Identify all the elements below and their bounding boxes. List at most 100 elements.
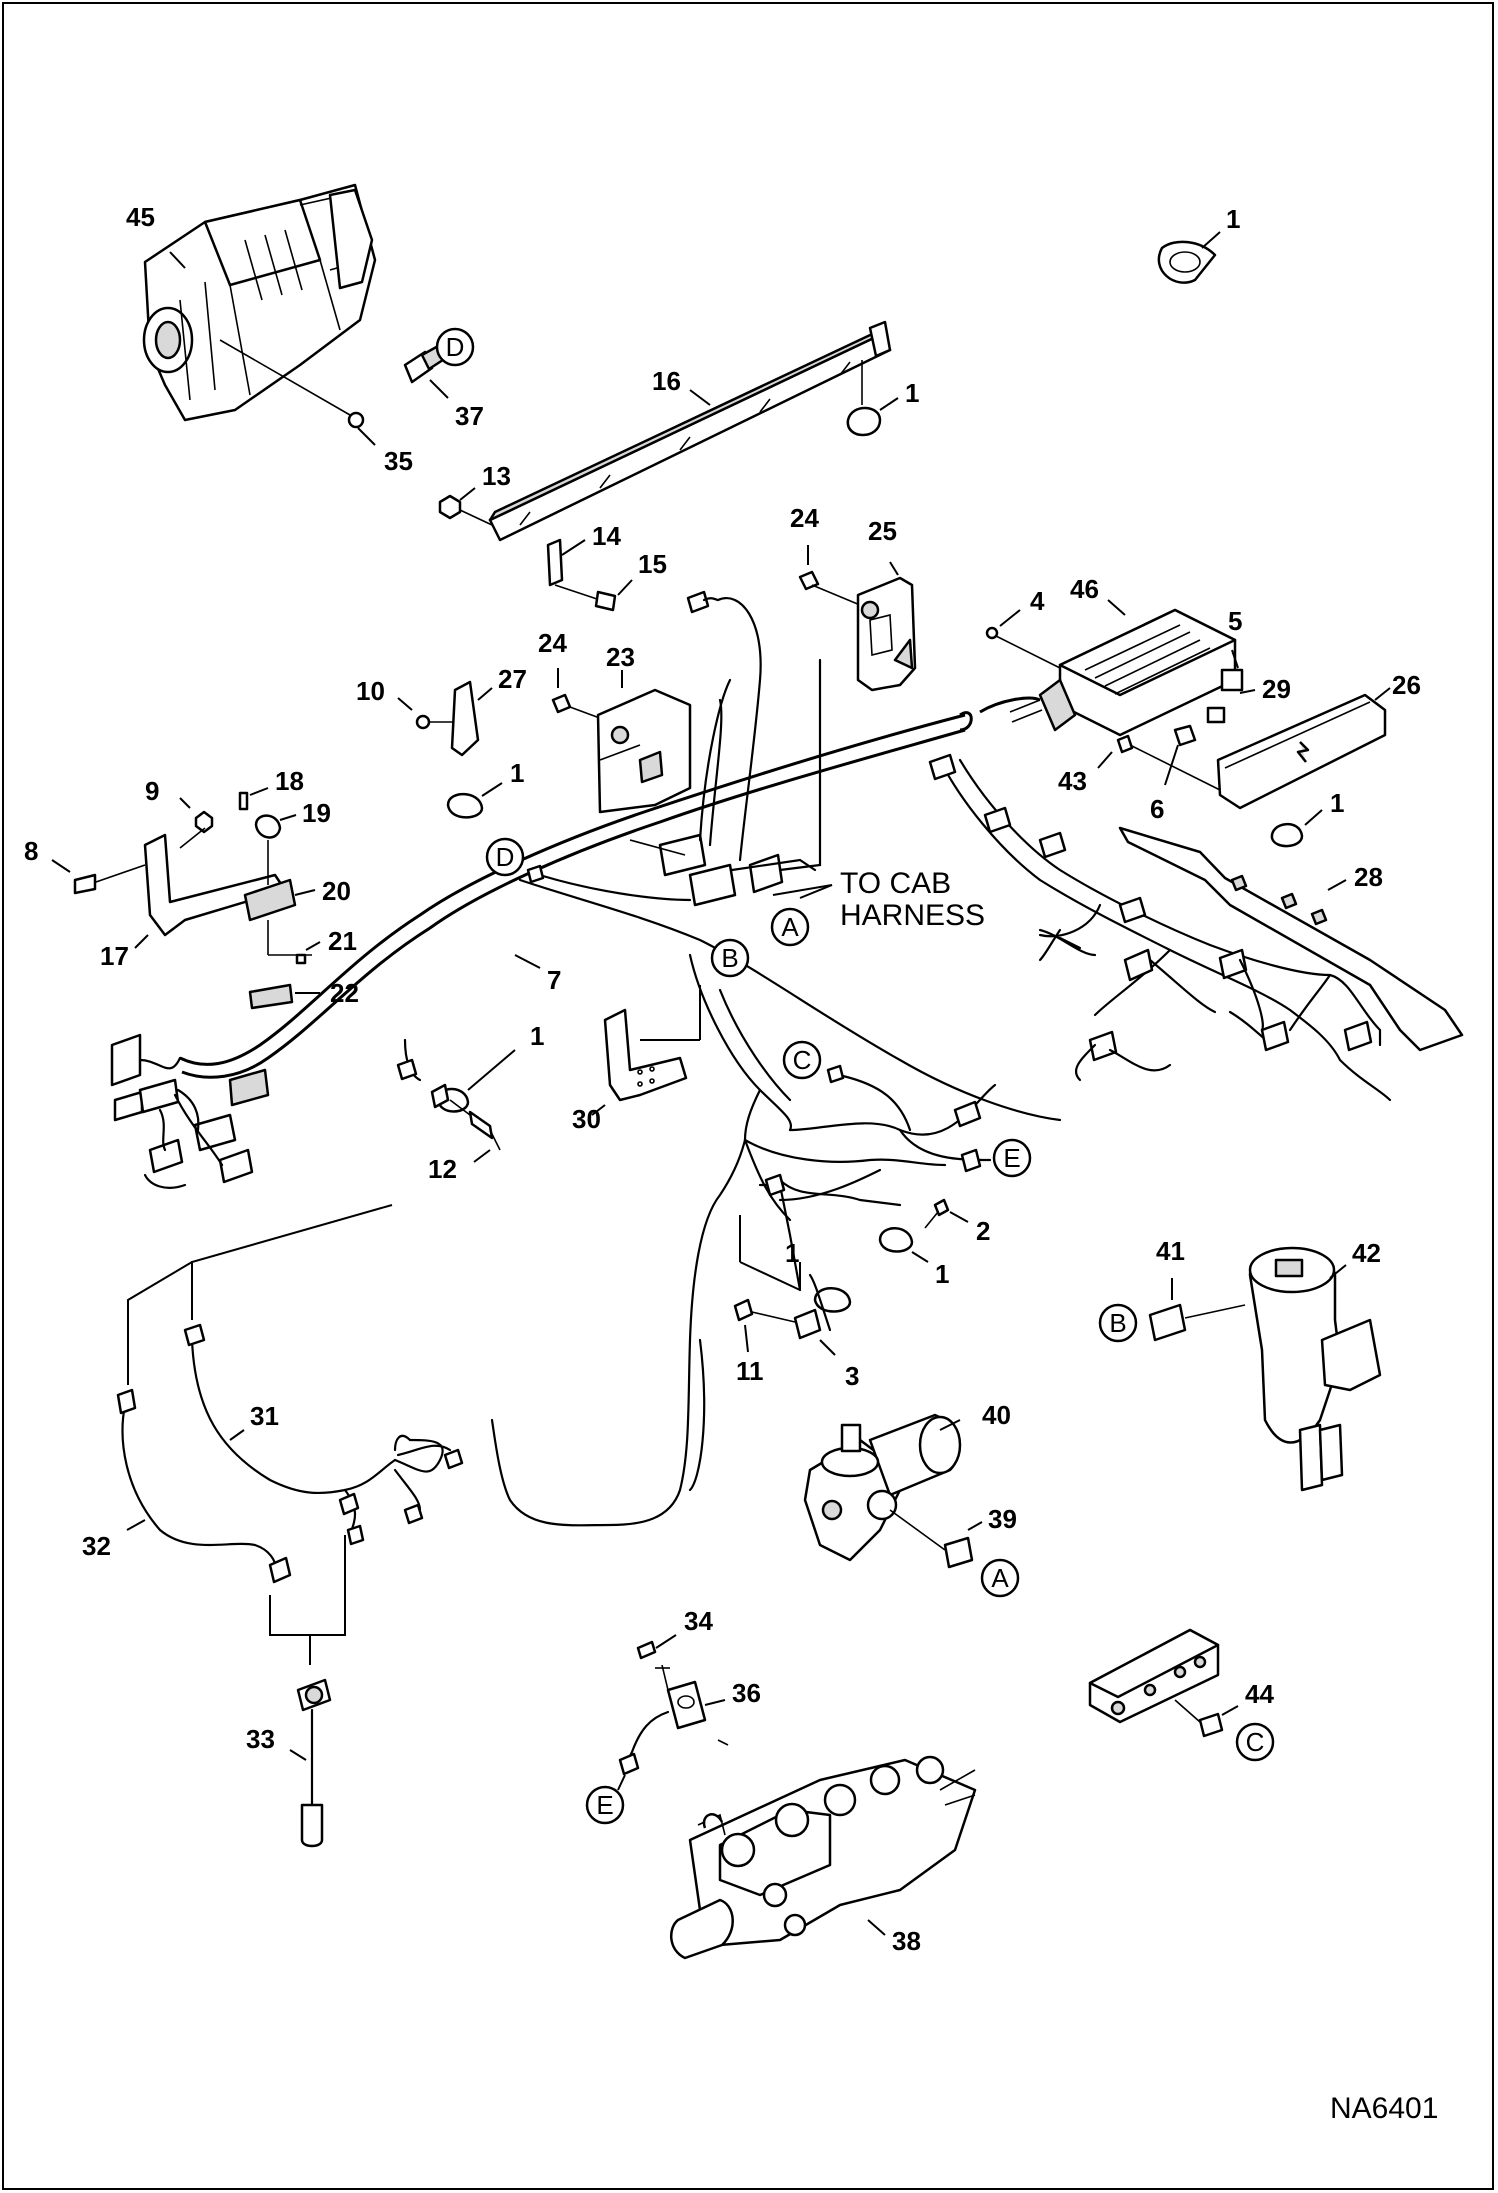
connector-e	[960, 1148, 982, 1173]
callout-a-right: A	[991, 1563, 1009, 1593]
part-33-level-sensor	[296, 1678, 332, 1848]
label-11: 11	[736, 1356, 764, 1386]
part-9-nut	[194, 810, 214, 834]
part-36-coil	[666, 1680, 707, 1730]
label-12: 12	[428, 1154, 457, 1184]
part-35-screw	[347, 411, 365, 429]
connector-mid-a	[764, 1173, 786, 1197]
callout-circle-e-left	[585, 1785, 625, 1825]
label-1d: 1	[510, 758, 524, 788]
callout-b-mid: B	[721, 943, 738, 973]
part-14-bracket	[546, 538, 564, 587]
part-43-fuse	[1116, 734, 1134, 754]
label-14: 14	[592, 521, 621, 551]
label-24b: 24	[538, 628, 567, 658]
part-44-switch	[1198, 1712, 1224, 1738]
part-30-bracket	[603, 1008, 688, 1102]
part-24-screw-top	[798, 570, 820, 591]
callout-circle-d-top	[435, 327, 475, 367]
label-41: 41	[1156, 1236, 1185, 1266]
part-13-nut	[438, 494, 462, 520]
label-17: 17	[100, 941, 129, 971]
cab-harness-line2: HARNESS	[840, 899, 985, 932]
label-25: 25	[868, 516, 897, 546]
label-45: 45	[126, 202, 155, 232]
part-1-clamp-2	[878, 1227, 914, 1253]
label-16: 16	[652, 366, 681, 396]
part-1-clamp-top	[1157, 240, 1217, 284]
connector-cluster-left	[110, 1033, 270, 1189]
part-29-relay	[1206, 706, 1226, 724]
connectors-right-harness	[928, 753, 1373, 1082]
part-1-clamp-rail	[846, 406, 882, 437]
label-5: 5	[1228, 606, 1242, 636]
callout-b-right: B	[1109, 1308, 1126, 1338]
label-37: 37	[455, 401, 484, 431]
label-38: 38	[892, 1926, 921, 1956]
label-23: 23	[606, 642, 635, 672]
part-22-pad	[248, 983, 294, 1010]
callout-e-left: E	[596, 1790, 613, 1820]
callout-circle-a-right	[980, 1558, 1020, 1598]
label-20: 20	[322, 876, 351, 906]
label-28: 28	[1354, 862, 1383, 892]
label-36: 36	[732, 1678, 761, 1708]
label-27: 27	[498, 664, 527, 694]
callout-circle-d-mid	[485, 837, 525, 877]
label-1a: 1	[1226, 204, 1240, 234]
part-40-pump	[803, 1413, 962, 1562]
part-4-screw	[985, 626, 999, 640]
callout-d-mid: D	[496, 842, 515, 872]
part-12-bolt	[468, 1110, 494, 1140]
cab-harness-line1: TO CAB	[840, 867, 951, 900]
callout-circle-b-mid	[710, 938, 750, 978]
part-26-cover	[1216, 693, 1387, 810]
label-19: 19	[302, 798, 331, 828]
label-4: 4	[1030, 586, 1045, 616]
part-20-block	[243, 878, 297, 922]
label-44: 44	[1245, 1679, 1274, 1709]
label-35: 35	[384, 446, 413, 476]
part-1-clamp-3	[813, 1287, 852, 1313]
callout-circle-a-mid	[770, 907, 810, 947]
connector-d	[526, 864, 545, 884]
part-6-fuse	[1173, 724, 1197, 747]
label-29: 29	[1262, 674, 1291, 704]
figure-code: NA6401	[1330, 2092, 1438, 2125]
part-7-main-harness	[179, 696, 1392, 1122]
callout-e-mid: E	[1003, 1143, 1020, 1173]
part-21-pin	[295, 953, 307, 965]
part-17-bracket	[143, 833, 287, 937]
label-1f: 1	[935, 1259, 949, 1289]
label-7: 7	[547, 965, 561, 995]
connector-c	[826, 1064, 845, 1084]
part-42-filter	[1248, 1246, 1382, 1492]
part-28-bracket	[1118, 826, 1464, 1052]
label-2: 2	[976, 1216, 990, 1246]
label-21: 21	[328, 926, 357, 956]
label-34: 34	[684, 1606, 713, 1636]
part-41-switch	[1148, 1303, 1187, 1342]
part-24-screw	[551, 693, 572, 714]
label-10: 10	[356, 676, 385, 706]
label-9: 9	[145, 776, 159, 806]
part-23-controller	[596, 688, 692, 814]
part-2-screw	[933, 1198, 950, 1217]
callout-c-mid: C	[793, 1045, 812, 1075]
label-26: 26	[1392, 670, 1421, 700]
label-1c: 1	[1330, 788, 1344, 818]
label-40: 40	[982, 1400, 1011, 1430]
part-11-bolt	[733, 1298, 754, 1322]
part-8-bolt	[73, 873, 97, 895]
part-1-clamp-27	[446, 792, 484, 819]
label-33: 33	[246, 1724, 275, 1754]
label-46: 46	[1070, 574, 1099, 604]
part-38-valve-block	[670, 1755, 977, 1960]
part-27-bracket	[450, 680, 480, 757]
part-34-cap	[636, 1640, 657, 1660]
label-32: 32	[82, 1531, 111, 1561]
part-31-harness	[183, 1323, 464, 1546]
label-1b: 1	[905, 378, 919, 408]
